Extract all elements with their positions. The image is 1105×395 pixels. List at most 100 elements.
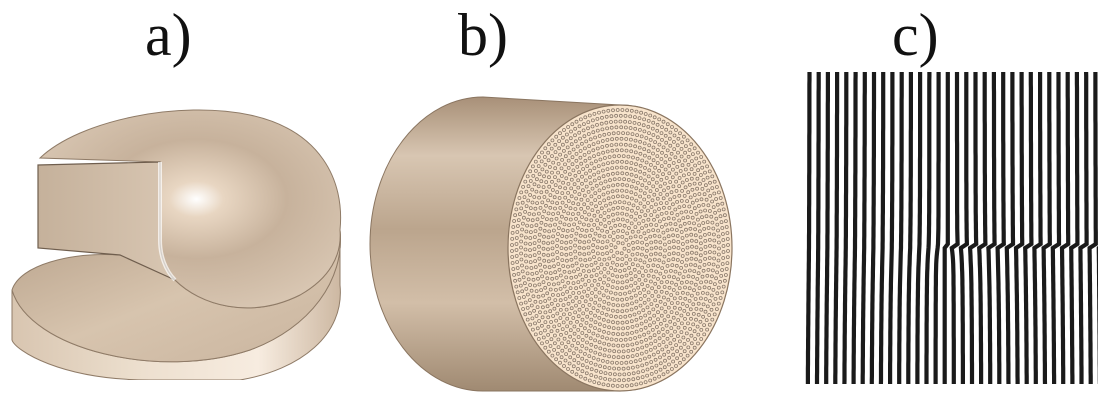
atom-dot bbox=[585, 164, 590, 168]
atom-dot bbox=[537, 319, 542, 323]
atom-dot bbox=[685, 138, 690, 143]
atom-dot bbox=[600, 228, 605, 233]
fringe-line bbox=[949, 72, 960, 384]
atom-dot bbox=[540, 315, 545, 320]
atom-dot bbox=[631, 377, 636, 382]
atom-dot bbox=[647, 354, 652, 359]
fringe-line bbox=[933, 72, 941, 384]
atom-dot bbox=[670, 263, 675, 268]
atom-dot bbox=[711, 302, 716, 307]
atom-dot bbox=[577, 290, 581, 295]
atom-dot bbox=[580, 363, 585, 368]
atom-dot bbox=[606, 208, 611, 213]
atom-dot bbox=[546, 324, 551, 329]
atom-dot bbox=[538, 226, 543, 231]
atom-dot bbox=[551, 160, 556, 165]
atom-dot bbox=[585, 340, 589, 345]
atom-dot bbox=[631, 371, 636, 376]
atom-dot bbox=[597, 188, 602, 193]
atom-dot bbox=[598, 277, 603, 282]
atom-dot bbox=[591, 306, 596, 311]
atom-dot bbox=[579, 206, 584, 211]
atom-dot bbox=[643, 269, 648, 274]
atom-dot bbox=[566, 264, 570, 269]
atom-dot bbox=[668, 180, 673, 184]
atom-dot bbox=[633, 138, 638, 143]
atom-dot bbox=[576, 211, 581, 216]
atom-dot bbox=[677, 205, 682, 209]
atom-dot bbox=[678, 306, 682, 311]
atom-dot bbox=[654, 325, 659, 329]
atom-dot bbox=[659, 289, 664, 294]
atom-dot bbox=[576, 360, 581, 365]
atom-dot bbox=[585, 314, 590, 319]
atom-dot bbox=[596, 265, 600, 270]
atom-dot bbox=[625, 207, 630, 211]
atom-dot bbox=[648, 279, 653, 284]
atom-dot bbox=[582, 193, 587, 198]
atom-dot bbox=[608, 226, 613, 231]
atom-dot bbox=[618, 119, 623, 124]
atom-dot bbox=[655, 128, 660, 133]
atom-dot bbox=[670, 227, 674, 232]
fringe-line bbox=[814, 72, 821, 384]
atom-dot bbox=[679, 210, 684, 215]
atom-dot bbox=[576, 280, 581, 285]
fringe-line bbox=[1023, 72, 1034, 384]
atom-dot bbox=[615, 274, 620, 279]
atom-dot bbox=[583, 376, 588, 381]
atom-dot bbox=[674, 189, 679, 193]
atom-dot bbox=[518, 283, 523, 288]
atom-dot bbox=[646, 297, 651, 302]
atom-dot bbox=[622, 246, 627, 251]
atom-dot bbox=[628, 235, 633, 240]
atom-dot bbox=[579, 285, 583, 289]
atom-dot bbox=[651, 274, 656, 279]
atom-dot bbox=[585, 198, 590, 202]
atom-dot bbox=[615, 309, 620, 314]
atom-dot bbox=[615, 320, 620, 325]
atom-dot bbox=[677, 193, 682, 198]
atom-dot bbox=[576, 202, 581, 207]
atom-dot bbox=[631, 203, 636, 208]
atom-dot bbox=[633, 225, 638, 230]
atom-dot bbox=[629, 221, 634, 226]
atom-dot bbox=[650, 293, 655, 298]
atom-dot bbox=[656, 294, 661, 299]
atom-dot bbox=[633, 274, 638, 279]
atom-dot bbox=[617, 349, 621, 354]
atom-dot bbox=[524, 189, 529, 194]
atom-dot bbox=[692, 193, 697, 197]
atom-dot bbox=[549, 337, 554, 342]
atom-dot bbox=[618, 292, 623, 296]
atom-dot bbox=[716, 228, 720, 233]
atom-dot bbox=[574, 346, 579, 351]
atom-dot bbox=[621, 326, 626, 331]
atom-dot bbox=[646, 174, 651, 179]
atom-dot bbox=[634, 109, 639, 114]
atom-dot bbox=[707, 250, 712, 254]
atom-dot bbox=[558, 273, 563, 278]
atom-dot bbox=[639, 381, 643, 386]
atom-dot bbox=[613, 223, 618, 228]
atom-dot bbox=[646, 149, 651, 154]
atom-dot bbox=[568, 286, 573, 291]
atom-dot bbox=[555, 351, 560, 356]
atom-dot bbox=[651, 145, 656, 150]
atom-dot bbox=[656, 264, 660, 268]
atom-dot bbox=[549, 217, 554, 222]
atom-dot bbox=[675, 212, 680, 217]
cylinder-end-face bbox=[507, 104, 733, 392]
atom-dot bbox=[716, 240, 721, 245]
atom-dot bbox=[524, 286, 529, 291]
fringe-line bbox=[995, 72, 1006, 384]
atom-dot bbox=[687, 182, 692, 187]
atom-dot bbox=[589, 317, 594, 322]
atom-dot bbox=[546, 253, 551, 258]
atom-dot bbox=[590, 208, 595, 212]
atom-dot bbox=[695, 186, 700, 191]
atom-dot bbox=[611, 343, 616, 348]
atom-dot bbox=[602, 198, 607, 203]
atom-dot bbox=[694, 245, 699, 250]
atom-dot bbox=[671, 257, 676, 262]
